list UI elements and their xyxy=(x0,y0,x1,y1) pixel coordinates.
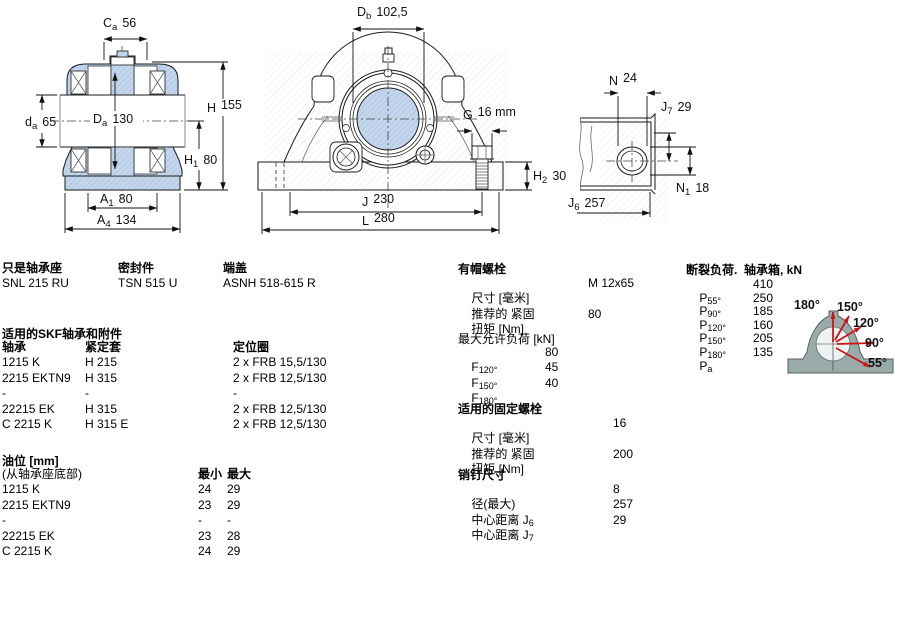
max-loads-title: 最大允许负荷 [kN] xyxy=(458,332,555,346)
roller-bottom-right xyxy=(149,148,166,173)
angle-label-180: 180° xyxy=(794,298,820,312)
max-loads-block: F120° 80 F150° 45 F180° 40 xyxy=(458,345,618,407)
pins-title: 销钉尺寸 xyxy=(458,468,507,482)
load-arrows xyxy=(830,311,874,368)
load-row: F150° 45 xyxy=(471,360,559,391)
breaking-load-row: P55° 410 xyxy=(699,277,774,306)
col-ring: 定位圈 xyxy=(233,340,270,354)
attach-bolt-tighten: 推荐的 紧固 xyxy=(471,446,535,461)
breaking-loads-title: 断裂负荷. 轴承箱, kN xyxy=(686,263,803,277)
angle-label-150: 150° xyxy=(837,300,863,314)
oil-level-header: (从轴承座底部) 最小 最大 xyxy=(2,467,302,482)
col-min: 最小 xyxy=(198,467,223,481)
angle-label-55: 55° xyxy=(868,356,887,370)
pin-row: 径(最大) 8 xyxy=(471,482,620,512)
oil-plug xyxy=(329,141,363,173)
pin-row: 中心距离 J7 29 xyxy=(471,512,627,544)
cap-bolt-torque: 扭矩 [Nm] 80 xyxy=(471,306,602,337)
bearings-table-header: 轴承 紧定套 定位圈 xyxy=(2,340,422,355)
attach-bolt-torque: 扭矩 [Nm] 200 xyxy=(471,446,634,477)
cap-bolt-size: 尺寸 [毫米] M 12x65 xyxy=(471,276,635,306)
load-row: F120° 80 xyxy=(471,345,559,376)
angle-label-120: 120° xyxy=(853,316,879,330)
cap-bolt-tighten: 推荐的 紧固 xyxy=(471,306,535,321)
breaking-load-row: P120° 185 xyxy=(699,304,774,333)
oil-level-title: 油位 [mm] xyxy=(2,454,59,468)
pin-row: 中心距离 J6 257 xyxy=(471,497,634,528)
seal-label: 密封件 xyxy=(118,261,155,275)
attach-bolts-title: 适用的固定螺栓 xyxy=(458,402,543,416)
angle-label-90: 90° xyxy=(865,336,884,350)
oil-subtitle: (从轴承座底部) xyxy=(2,467,82,481)
end-cover-label: 端盖 xyxy=(223,261,248,275)
end-cover-designation: 端盖 ASNH 518-615 R xyxy=(223,261,316,292)
load-direction-diagram: 180° 150° 120° 90° 55° xyxy=(787,298,894,374)
bearings-section-title: 适用的SKF轴承和附件 xyxy=(2,327,123,341)
seal-value: TSN 515 U xyxy=(118,276,178,291)
table-row: --- xyxy=(2,513,231,528)
attach-bolts-block: 尺寸 [毫米] 16 推荐的 紧固 扭矩 [Nm] 200 xyxy=(458,416,698,477)
breaking-load-row: P150° 160 xyxy=(699,317,774,347)
col-sleeve: 紧定套 xyxy=(85,340,122,354)
roller-bottom-left xyxy=(70,148,87,173)
breaking-load-row: Pa 135 xyxy=(699,344,774,374)
attach-bolt-size: 尺寸 [毫米] 16 xyxy=(471,416,627,446)
roller-top-right xyxy=(149,70,166,95)
breaking-load-row: P90° 250 xyxy=(699,290,774,320)
housing-label: 只是轴承座 xyxy=(2,261,63,275)
end-cover-value: ASNH 518-615 R xyxy=(223,276,316,291)
cap-bolts-title: 有帽螺栓 xyxy=(458,262,507,276)
col-max: 最大 xyxy=(227,467,252,481)
drain-plug xyxy=(415,145,435,165)
cap-bolts-block: 尺寸 [毫米] M 12x65 推荐的 紧固 扭矩 [Nm] 80 xyxy=(458,276,698,337)
attachment-bolt xyxy=(470,145,494,190)
breaking-loads-block: P55° 410 P90° 250 P120° 185 P150° 160 P1… xyxy=(686,277,806,374)
roller-top-left xyxy=(70,70,87,95)
housing-designation: 只是轴承座 SNL 215 RU xyxy=(2,261,69,292)
load-row: F180° 40 xyxy=(471,375,559,407)
table-row: --- xyxy=(2,386,237,401)
housing-silhouette xyxy=(787,310,894,374)
col-bearing: 轴承 xyxy=(2,340,27,354)
pins-block: 径(最大) 8 中心距离 J6 257 中心距离 J7 29 xyxy=(458,482,698,544)
breaking-load-row: P180° 205 xyxy=(699,331,774,360)
housing-value: SNL 215 RU xyxy=(2,276,69,291)
seal-designation: 密封件 TSN 515 U xyxy=(118,261,177,292)
